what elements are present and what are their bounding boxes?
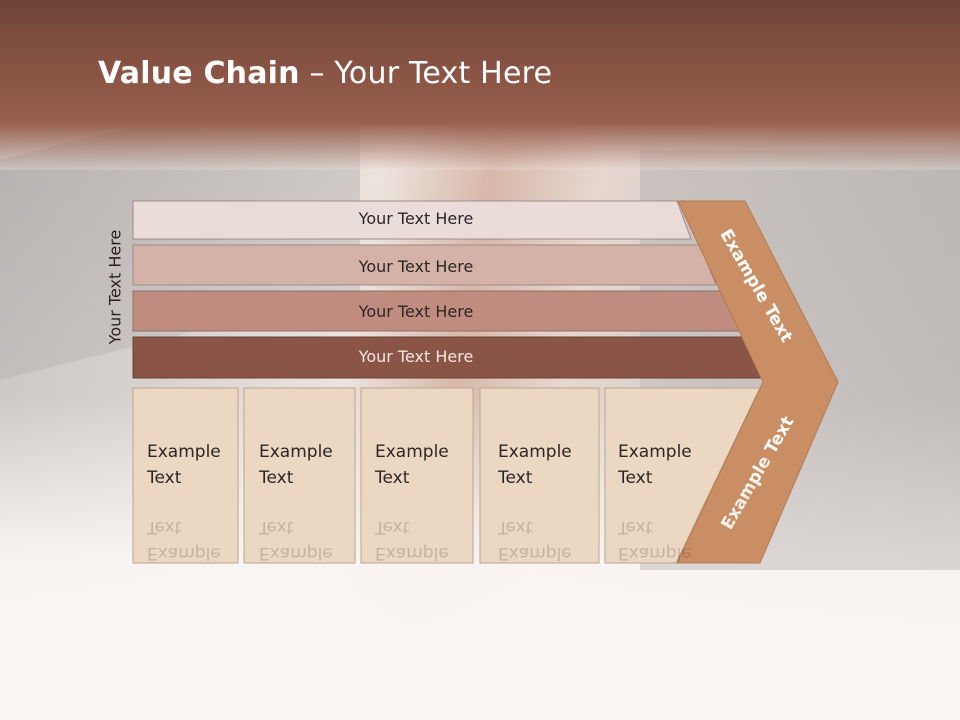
column-1-line2: Text <box>147 468 182 488</box>
bar-3-label: Your Text Here <box>358 302 474 321</box>
column-3-line1: Example <box>375 442 449 462</box>
column-4-line1: Example <box>498 442 572 462</box>
column-2-line1: Example <box>259 442 333 462</box>
bar-1-label: Your Text Here <box>358 209 474 228</box>
chevron-shape <box>676 200 839 564</box>
column-5-label: Example Text <box>618 439 692 491</box>
bar-1-shape <box>132 200 692 240</box>
column-5-line2: Text <box>618 468 653 488</box>
column-3-label: Example Text <box>375 439 449 491</box>
column-1-line1: Example <box>147 442 221 462</box>
bar-4-label: Your Text Here <box>358 347 474 366</box>
column-1-shape <box>132 387 239 564</box>
header-band <box>0 0 960 170</box>
column-3-shape <box>360 387 474 564</box>
column-5-line1: Example <box>618 442 692 462</box>
title-bold: Value Chain <box>98 56 300 91</box>
column-3-line2: Text <box>375 468 410 488</box>
column-4-label: Example Text <box>498 439 572 491</box>
column-5-shape <box>604 387 761 564</box>
bar-2-shape <box>132 244 717 286</box>
column-2-label: Example Text <box>259 439 333 491</box>
column-2-line2: Text <box>259 468 294 488</box>
column-1-label: Example Text <box>147 439 221 491</box>
column-4-line2: Text <box>498 468 533 488</box>
column-2-shape <box>243 387 356 564</box>
bar-2-label: Your Text Here <box>358 257 474 276</box>
slide-title: Value Chain – Your Text Here <box>98 56 552 91</box>
title-rest: – Your Text Here <box>299 56 553 91</box>
side-label: Your Text Here <box>105 229 125 345</box>
column-4-shape <box>479 387 600 564</box>
